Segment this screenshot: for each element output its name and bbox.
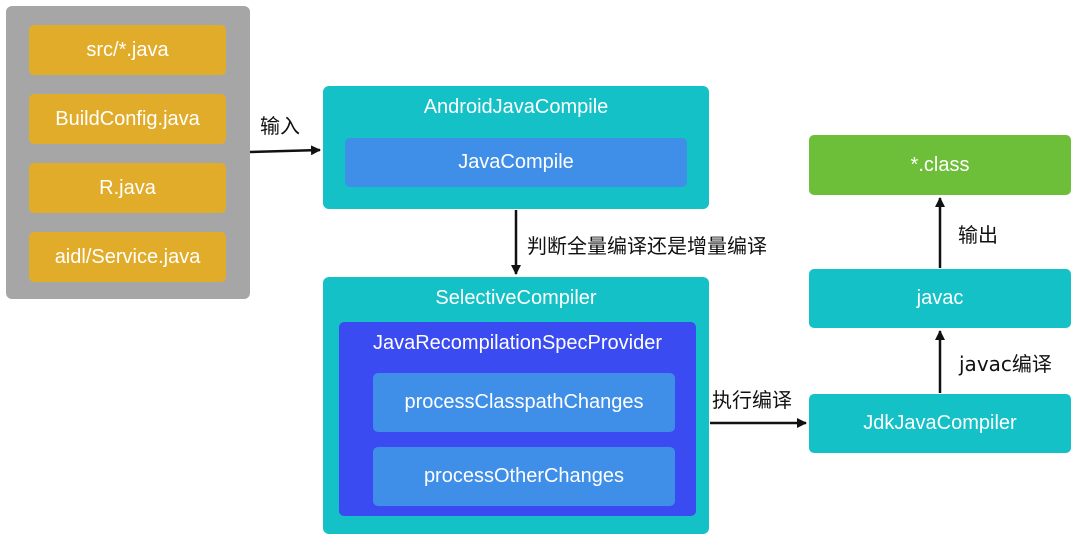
selective-compiler-title: SelectiveCompiler (435, 287, 597, 309)
java-recompilation-spec-provider-title: JavaRecompilationSpecProvider (372, 332, 663, 354)
java-recompilation-spec-provider-node: JavaRecompilationSpecProvider processCla… (339, 322, 696, 516)
javac-node: javac (809, 269, 1071, 328)
class-output-node: *.class (809, 135, 1071, 195)
input-files-panel: src/*.java BuildConfig.java R.java aidl/… (6, 6, 250, 299)
process-classpath-changes-node: processClasspathChanges (373, 373, 675, 432)
input-file-aidl-service: aidl/Service.java (29, 232, 226, 282)
input-file-src-java: src/*.java (29, 25, 226, 75)
java-compile-node: JavaCompile (345, 138, 687, 187)
android-java-compile-node: AndroidJavaCompile JavaCompile (323, 86, 709, 209)
selective-compiler-node: SelectiveCompiler JavaRecompilationSpecP… (323, 277, 709, 534)
edge-label-output: 输出 (958, 223, 998, 247)
edge-label-javac-compile: javac编译 (959, 352, 1052, 376)
edge-label-execute: 执行编译 (712, 388, 792, 412)
input-file-buildconfig: BuildConfig.java (29, 94, 226, 144)
edge-label-input: 输入 (260, 114, 300, 138)
process-other-changes-node: processOtherChanges (373, 447, 675, 506)
android-java-compile-title: AndroidJavaCompile (423, 96, 609, 118)
arrow-input (249, 145, 321, 156)
input-file-r-java: R.java (29, 163, 226, 213)
edge-label-decide: 判断全量编译还是增量编译 (527, 234, 767, 258)
jdk-java-compiler-node: JdkJavaCompiler (809, 394, 1071, 453)
